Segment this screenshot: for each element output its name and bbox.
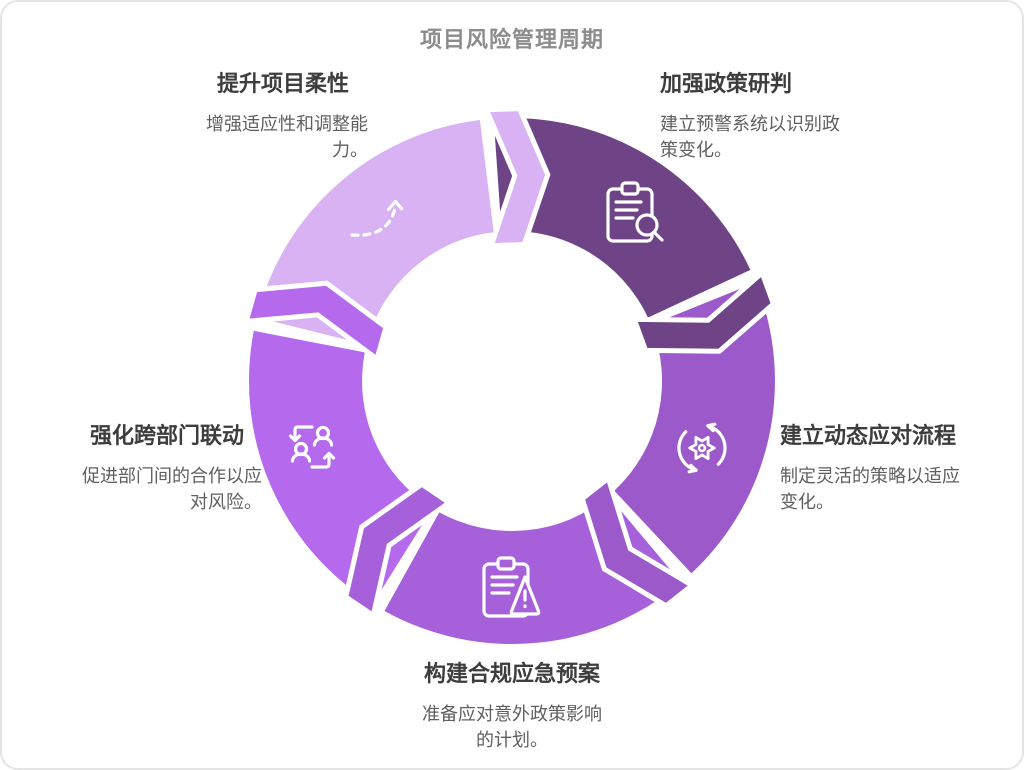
step-label-policy-research: 加强政策研判 建立预警系统以识别政策变化。 — [660, 66, 850, 163]
chevron-lower-right — [579, 474, 697, 609]
step-description: 促进部门间的合作以应对风险。 — [82, 466, 262, 512]
step-heading: 建立动态应对流程 — [780, 423, 957, 448]
step-label-dynamic-response: 建立动态应对流程 制定灵活的策略以适应变化。 — [780, 418, 970, 515]
clipboard-search-icon — [606, 181, 664, 243]
step-heading: 构建合规应急预案 — [423, 661, 600, 686]
page-title: 项目风险管理周期 — [419, 27, 604, 52]
people-sync-icon — [288, 425, 336, 469]
step-label-cross-department: 强化跨部门联动 促进部门间的合作以应对风险。 — [72, 418, 262, 515]
step-description: 增强适应性和调整能力。 — [206, 114, 368, 160]
step-description: 准备应对意外政策影响的计划。 — [422, 704, 602, 750]
step-label-contingency-plan: 构建合规应急预案 准备应对意外政策影响的计划。 — [417, 656, 607, 753]
step-description: 制定灵活的策略以适应变化。 — [780, 466, 960, 512]
step-heading: 提升项目柔性 — [216, 71, 349, 96]
chevron-upper-right — [630, 268, 777, 354]
step-label-flexibility: 提升项目柔性 增强适应性和调整能力。 — [198, 66, 368, 163]
chevron-lower-left — [342, 481, 454, 620]
ring-segment-dynamic-response — [614, 282, 775, 574]
chevron-top — [482, 106, 551, 249]
gear-sync-icon — [677, 422, 727, 474]
step-description: 建立预警系统以识别政策变化。 — [660, 114, 840, 160]
clipboard-alert-icon — [482, 556, 541, 618]
ring-segment-cross-department — [248, 330, 433, 604]
chevron-upper-left — [242, 280, 389, 364]
step-heading: 加强政策研判 — [660, 71, 793, 96]
step-heading: 强化跨部门联动 — [89, 423, 244, 448]
dashed-curve-arrow-icon — [350, 199, 404, 237]
